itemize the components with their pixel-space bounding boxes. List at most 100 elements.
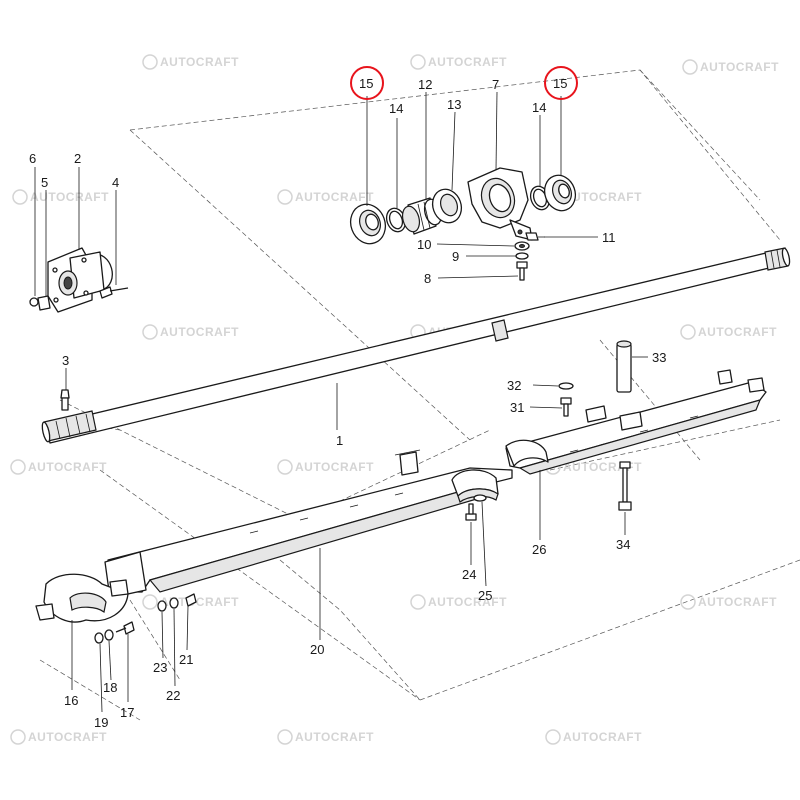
watermark-text: AUTOCRAFT [698, 595, 777, 609]
label-20[interactable]: 20 [310, 642, 324, 657]
label-13[interactable]: 13 [447, 97, 461, 112]
watermark: AUTOCRAFT [277, 729, 374, 745]
part-9-washer[interactable] [515, 252, 529, 260]
watermark: AUTOCRAFT [410, 54, 507, 70]
part-15-seal-right[interactable] [540, 171, 581, 215]
part-16-end-bracket[interactable] [35, 573, 129, 623]
watermark: AUTOCRAFT [277, 459, 374, 475]
watermark-text: AUTOCRAFT [160, 55, 239, 69]
part-8-bolt[interactable] [516, 261, 528, 281]
label-31[interactable]: 31 [510, 400, 524, 415]
label-9[interactable]: 9 [452, 249, 459, 264]
part-17-bolt[interactable] [115, 621, 135, 635]
label-24[interactable]: 24 [462, 567, 476, 582]
part-labels: 1 2 3 4 5 6 7 8 9 10 11 12 13 14 14 15 1… [29, 76, 666, 730]
label-18[interactable]: 18 [103, 680, 117, 695]
part-6-bolt[interactable] [29, 297, 39, 307]
highlight-ring-15-right [544, 66, 578, 100]
watermark-logo-icon [142, 324, 158, 340]
label-2[interactable]: 2 [74, 151, 81, 166]
part-10-washer[interactable] [514, 241, 530, 251]
watermark-text: AUTOCRAFT [428, 595, 507, 609]
watermark-logo-icon [545, 729, 561, 745]
watermark-logo-icon [680, 594, 696, 610]
label-14-left[interactable]: 14 [389, 101, 403, 116]
label-19[interactable]: 19 [94, 715, 108, 730]
part-34-bolt[interactable] [618, 461, 632, 511]
label-21[interactable]: 21 [179, 652, 193, 667]
watermark-logo-icon [142, 594, 158, 610]
part-33-dowel-pin[interactable] [616, 340, 632, 393]
part-2-flange-hub[interactable] [47, 247, 116, 313]
label-8[interactable]: 8 [424, 271, 431, 286]
label-33[interactable]: 33 [652, 350, 666, 365]
explode-guides [39, 69, 800, 721]
watermark-text: AUTOCRAFT [295, 190, 374, 204]
label-4[interactable]: 4 [112, 175, 119, 190]
part-22-washer[interactable] [169, 597, 179, 609]
part-24-bolt[interactable] [465, 503, 477, 521]
label-1[interactable]: 1 [336, 433, 343, 448]
watermark: AUTOCRAFT [410, 594, 507, 610]
label-25[interactable]: 25 [478, 588, 492, 603]
label-3[interactable]: 3 [62, 353, 69, 368]
part-13-spacer[interactable] [428, 185, 466, 227]
part-25-washer[interactable] [473, 494, 487, 502]
part-26-tunnel-cover[interactable] [505, 369, 767, 475]
watermark: AUTOCRAFT [142, 594, 239, 610]
watermark-logo-icon [277, 459, 293, 475]
part-7-bearing-housing[interactable] [467, 167, 533, 241]
part-19-nut[interactable] [94, 632, 104, 644]
label-26[interactable]: 26 [532, 542, 546, 557]
label-15-right[interactable]: 15 [553, 76, 567, 91]
watermark-text: AUTOCRAFT [28, 460, 107, 474]
label-11[interactable]: 11 [602, 230, 616, 245]
highlight-rings [350, 66, 578, 100]
watermark: AUTOCRAFT [682, 59, 779, 75]
part-5-lock-plate[interactable] [37, 295, 51, 311]
watermark-text: AUTOCRAFT [700, 60, 779, 74]
label-12[interactable]: 12 [418, 77, 432, 92]
part-11-grease-nipple[interactable] [525, 232, 545, 241]
watermark-text: AUTOCRAFT [563, 730, 642, 744]
part-21-bolt[interactable] [185, 593, 197, 607]
part-31-bolt[interactable] [560, 397, 572, 417]
bearing-assembly [345, 167, 581, 281]
watermark-logo-icon [142, 54, 158, 70]
label-15-left[interactable]: 15 [359, 76, 373, 91]
part-1-main-shaft[interactable] [41, 247, 791, 444]
watermark-text: AUTOCRAFT [30, 190, 109, 204]
label-23[interactable]: 23 [153, 660, 167, 675]
watermark-logo-icon [410, 54, 426, 70]
watermarks: AUTOCRAFT AUTOCRAFT AUTOCRAFT AUTOCRAFT … [10, 54, 779, 745]
part-15-seal-left[interactable] [345, 199, 391, 248]
label-32[interactable]: 32 [507, 378, 521, 393]
watermark-logo-icon [10, 729, 26, 745]
watermark-logo-icon [277, 729, 293, 745]
label-17[interactable]: 17 [120, 705, 134, 720]
watermark: AUTOCRAFT [142, 324, 239, 340]
watermark-logo-icon [680, 324, 696, 340]
watermark: AUTOCRAFT [10, 459, 107, 475]
watermark-logo-icon [682, 59, 698, 75]
highlight-ring-15-left [350, 66, 384, 100]
label-22[interactable]: 22 [166, 688, 180, 703]
part-3-grease-nipple[interactable] [60, 389, 70, 411]
watermark-text: AUTOCRAFT [563, 190, 642, 204]
label-6[interactable]: 6 [29, 151, 36, 166]
watermark-text: AUTOCRAFT [428, 55, 507, 69]
part-32-washer[interactable] [558, 382, 574, 390]
watermark-text: AUTOCRAFT [160, 325, 239, 339]
label-16[interactable]: 16 [64, 693, 78, 708]
part-18-washer[interactable] [104, 629, 114, 641]
part-4-bolt[interactable] [99, 286, 129, 299]
label-7[interactable]: 7 [492, 77, 499, 92]
label-5[interactable]: 5 [41, 175, 48, 190]
label-14-right[interactable]: 14 [532, 100, 546, 115]
label-34[interactable]: 34 [616, 537, 630, 552]
part-23-nut[interactable] [157, 600, 167, 612]
watermark-logo-icon [10, 459, 26, 475]
label-10[interactable]: 10 [417, 237, 431, 252]
watermark: AUTOCRAFT [277, 189, 374, 205]
